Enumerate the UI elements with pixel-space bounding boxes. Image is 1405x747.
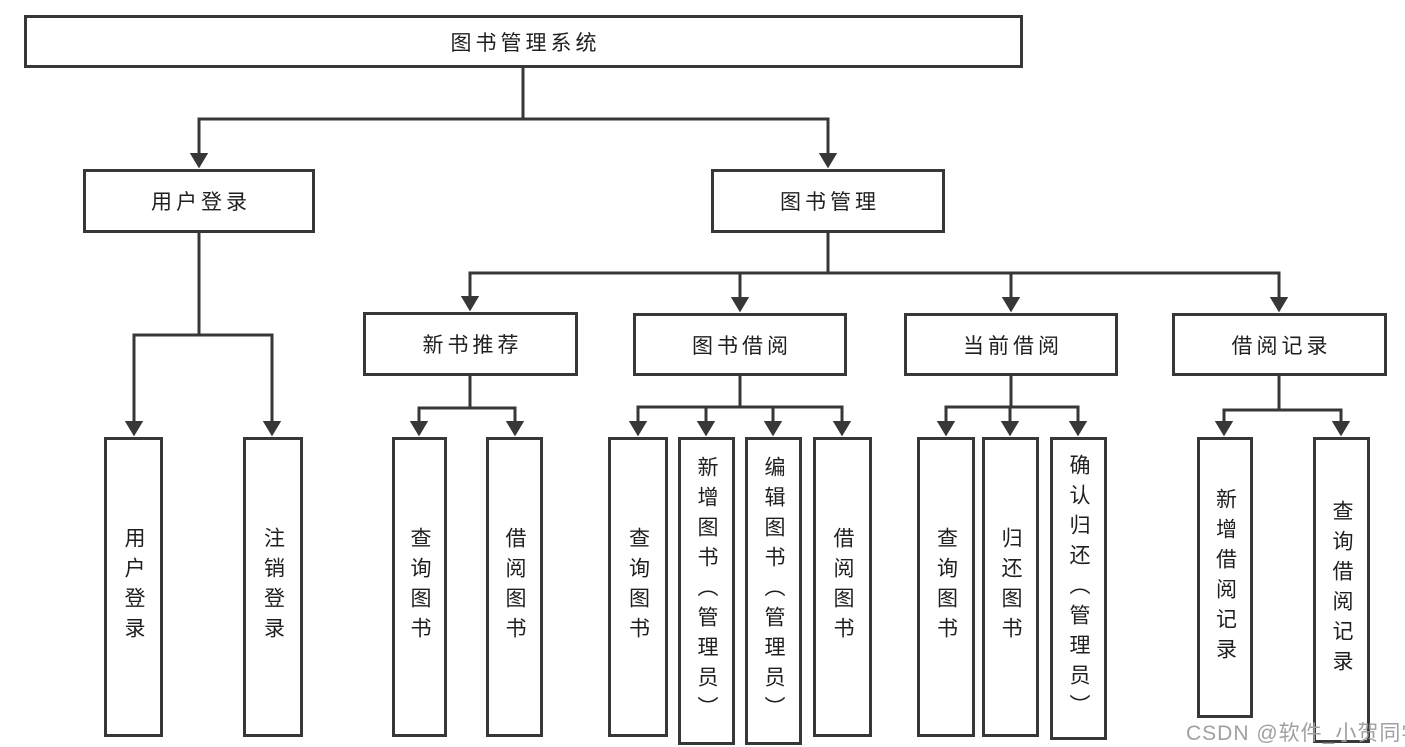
edge-to-leaf-query-borrow-record (1279, 408, 1351, 437)
edge-to-current-borrow (828, 271, 1021, 313)
node-book-management: 图书管理 (711, 169, 945, 233)
node-new-book-recommend: 新书推荐 (363, 312, 578, 376)
node-book-borrow: 图书借阅 (633, 313, 847, 376)
leaf-query-books-1: 查询图书 (392, 437, 447, 737)
edge-to-leaf-edit-book-admin (740, 405, 783, 437)
edge-to-leaf-query-books-3 (936, 405, 1011, 437)
watermark-text: CSDN @软件_小贺同学 (1186, 722, 1405, 745)
edge-to-leaf-user-login (124, 333, 199, 437)
leaf-user-login: 用户登录 (104, 437, 163, 737)
edge-to-leaf-borrow-books-1 (470, 406, 525, 437)
leaf-add-book-admin: 新增图书（管理员） (678, 437, 735, 745)
leaf-borrow-books-2: 借阅图书 (813, 437, 872, 737)
leaf-query-books-2: 查询图书 (608, 437, 668, 737)
edge-to-leaf-return-book (1000, 405, 1020, 437)
edge-root-to-user-login (189, 117, 523, 169)
leaf-edit-book-admin: 编辑图书（管理员） (745, 437, 802, 745)
edge-to-leaf-query-books-2 (628, 405, 740, 437)
edge-to-leaf-logout (199, 333, 282, 437)
edge-to-book-borrow (730, 271, 828, 313)
node-user-login: 用户登录 (83, 169, 315, 233)
edge-to-leaf-add-book-admin (696, 405, 740, 437)
edge-to-borrow-records (828, 271, 1289, 313)
edge-to-leaf-borrow-books-2 (740, 405, 852, 437)
edge-to-leaf-add-borrow-record (1214, 408, 1279, 437)
leaf-borrow-books-1: 借阅图书 (486, 437, 543, 737)
leaf-query-borrow-record: 查询借阅记录 (1313, 437, 1370, 743)
node-library-management-system: 图书管理系统 (24, 15, 1023, 68)
edge-to-leaf-confirm-return (1011, 405, 1088, 437)
leaf-query-books-3: 查询图书 (917, 437, 975, 737)
leaf-return-book: 归还图书 (982, 437, 1039, 737)
node-current-borrow: 当前借阅 (904, 313, 1118, 376)
leaf-logout: 注销登录 (243, 437, 303, 737)
edge-to-leaf-query-books-1 (409, 406, 470, 437)
edge-to-new-book-recommend (460, 271, 828, 312)
leaf-add-borrow-record: 新增借阅记录 (1197, 437, 1253, 718)
edge-root-to-book-management (523, 117, 838, 169)
node-borrow-records: 借阅记录 (1172, 313, 1387, 376)
leaf-confirm-return-admin: 确认归还（管理员） (1050, 437, 1107, 740)
